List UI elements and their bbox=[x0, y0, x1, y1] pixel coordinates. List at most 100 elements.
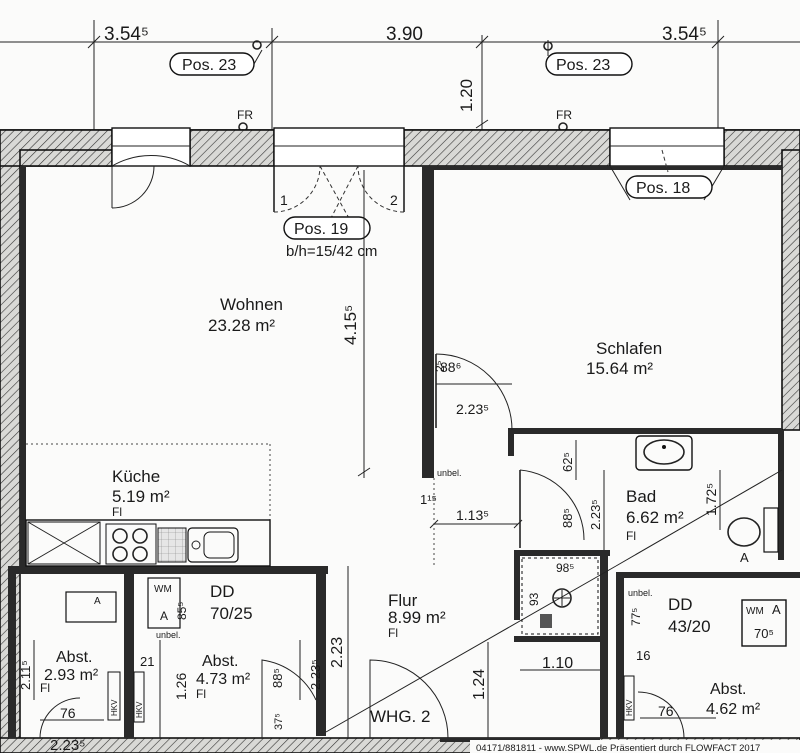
dim-flur-223: 2.23 bbox=[329, 637, 346, 668]
dim-door-25: 2⁵ bbox=[433, 360, 447, 372]
room-kueche: Küche 5.19 m² Fl bbox=[112, 467, 170, 519]
footer-credit: 04171/881811 - www.SPWL.de Präsentiert d… bbox=[476, 743, 760, 753]
pos23-left-tag: Pos. 23 bbox=[169, 40, 263, 76]
fr-marker-left: FR bbox=[237, 108, 253, 132]
dim-bad-2235: 2.23⁵ bbox=[588, 499, 603, 530]
fr-marker-right: FR bbox=[556, 108, 572, 132]
dim-flur-115: 1¹⁵ bbox=[420, 492, 437, 507]
dim-abst3-76: 76 bbox=[658, 703, 674, 719]
dim-flur-124: 1.24 bbox=[471, 669, 488, 700]
hkv-middle: HKV bbox=[135, 701, 144, 718]
pos18-label: Pos. 18 bbox=[636, 180, 690, 197]
window-sash-2: 2 bbox=[390, 192, 398, 208]
kitchen-area bbox=[25, 443, 271, 567]
window-sash-1: 1 bbox=[280, 192, 288, 208]
inner-walls bbox=[8, 166, 800, 742]
room-dd2-name: DD bbox=[668, 595, 693, 614]
unbel-label-3: unbel. bbox=[156, 630, 181, 640]
dim-dusche-93: 93 bbox=[527, 592, 541, 606]
dim-dd2-705: 70⁵ bbox=[754, 626, 774, 641]
room-abst3-area: 4.62 m² bbox=[706, 701, 761, 718]
windows bbox=[111, 127, 725, 167]
room-bad-floor: Fl bbox=[626, 529, 636, 543]
bad-fixtures: A 62⁵ 88⁵ 2.23⁵ 1.72⁵ bbox=[519, 435, 779, 565]
room-bad: Bad 6.62 m² Fl bbox=[626, 487, 684, 543]
dim-vertical-120: 1.20 bbox=[457, 79, 476, 112]
room-schlafen: Schlafen 15.64 m² bbox=[586, 339, 662, 378]
room-abst1-name: Abst. bbox=[56, 649, 92, 666]
dim-bad-1725: 1.72⁵ bbox=[703, 483, 719, 516]
dim-abst2-126: 1.26 bbox=[173, 673, 189, 700]
wm-left: WM bbox=[154, 584, 172, 595]
dim-abst2-2235: 2.23⁵ bbox=[308, 659, 323, 690]
pos23-right-label: Pos. 23 bbox=[556, 57, 610, 74]
room-kueche-floor: Fl bbox=[112, 505, 122, 519]
dim-abst2-375: 37⁵ bbox=[273, 713, 285, 730]
room-abst2-floor: Fl bbox=[196, 687, 206, 701]
dim-dusche-985: 98⁵ bbox=[556, 561, 574, 575]
window-swings: 1 2 bbox=[111, 149, 725, 221]
unbel-label-2: unbel. bbox=[628, 588, 653, 598]
abst2-area: 1.26 21 HKV 88⁵ 2.23⁵ 37⁵ bbox=[133, 640, 323, 738]
hkv-left: HKV bbox=[110, 699, 119, 716]
room-kueche-name: Küche bbox=[112, 467, 160, 486]
apartment-label: WHG. 2 bbox=[370, 707, 430, 726]
room-kueche-area: 5.19 m² bbox=[112, 487, 170, 506]
dim-dd1-855: 85⁵ bbox=[175, 602, 189, 620]
abst1-area: 2.11⁵ HKV 76 2.23⁵ bbox=[18, 640, 121, 753]
room-wohnen: Wohnen 23.28 m² bbox=[208, 295, 283, 335]
dim-dd2-775: 77⁵ bbox=[629, 608, 643, 626]
room-abst2: Abst. 4.73 m² Fl bbox=[196, 653, 251, 701]
room-abst1: Abst. 2.93 m² Fl bbox=[40, 649, 99, 695]
dim-bad-625: 62⁵ bbox=[560, 452, 575, 472]
wm-right: WM bbox=[746, 606, 764, 617]
room-dd1-size: 70/25 bbox=[210, 604, 253, 623]
room-dd2: DD 43/20 bbox=[668, 595, 711, 636]
pos23-left-label: Pos. 23 bbox=[182, 57, 236, 74]
room-abst3: Abst. 4.62 m² bbox=[706, 681, 761, 718]
shower: 98⁵ 93 bbox=[521, 557, 599, 635]
room-abst1-area: 2.93 m² bbox=[44, 667, 99, 684]
dim-top-left: 3.54⁵ bbox=[104, 24, 149, 45]
abst1-wm-label: A bbox=[94, 596, 101, 607]
dim-abst2-21: 21 bbox=[140, 654, 154, 669]
outer-walls bbox=[0, 129, 800, 753]
dim-bad-885: 88⁵ bbox=[560, 508, 575, 528]
dim-flur-113: 1.13⁵ bbox=[456, 507, 489, 523]
room-dd1: DD 70/25 bbox=[210, 582, 253, 623]
room-bad-name: Bad bbox=[626, 487, 656, 506]
room-abst2-area: 4.73 m² bbox=[196, 671, 251, 688]
room-wohnen-name: Wohnen bbox=[220, 295, 283, 314]
wm-right-a: A bbox=[772, 602, 781, 617]
room-flur: Flur 8.99 m² Fl bbox=[388, 591, 446, 640]
room-flur-floor: Fl bbox=[388, 626, 398, 640]
room-flur-area: 8.99 m² bbox=[388, 608, 446, 627]
pos19-note: b/h=15/42 cm bbox=[286, 243, 377, 260]
svg-text:FR: FR bbox=[237, 108, 253, 122]
dd1-a: A bbox=[160, 609, 168, 623]
room-abst3-name: Abst. bbox=[710, 681, 746, 698]
wohnen-height-dim: 4.15⁵ bbox=[341, 170, 371, 478]
dim-flur-110: 1.10 bbox=[542, 655, 573, 672]
room-wohnen-area: 23.28 m² bbox=[208, 316, 275, 335]
dim-abst2-885: 88⁵ bbox=[270, 668, 285, 688]
room-abst1-floor: Fl bbox=[40, 681, 50, 695]
dd1-area: WM A 85⁵ unbel. A bbox=[65, 577, 189, 640]
dim-abst3-16: 16 bbox=[636, 648, 650, 663]
pos18-tag: Pos. 18 bbox=[625, 175, 713, 199]
hkv-right: HKV bbox=[625, 699, 634, 716]
pos23-right-tag: Pos. 23 bbox=[543, 40, 633, 76]
room-flur-name: Flur bbox=[388, 591, 418, 610]
dim-top-right: 3.54⁵ bbox=[662, 24, 707, 45]
bad-connection-a: A bbox=[740, 550, 749, 565]
room-bad-area: 6.62 m² bbox=[626, 508, 684, 527]
dim-wohnen-height: 4.15⁵ bbox=[341, 305, 360, 345]
room-abst2-name: Abst. bbox=[202, 653, 238, 670]
dim-abst1-2235: 2.23⁵ bbox=[50, 737, 85, 753]
dd2-area: WM A 70⁵ unbel. 77⁵ 16 HKV 76 bbox=[623, 588, 787, 739]
pos19-tag: Pos. 19 b/h=15/42 cm bbox=[283, 216, 377, 260]
dim-abst1-2115: 2.11⁵ bbox=[18, 660, 33, 690]
room-schlafen-name: Schlafen bbox=[596, 339, 662, 358]
schlafen-door: 88⁶ 2.23⁵ 2⁵ bbox=[433, 353, 513, 431]
